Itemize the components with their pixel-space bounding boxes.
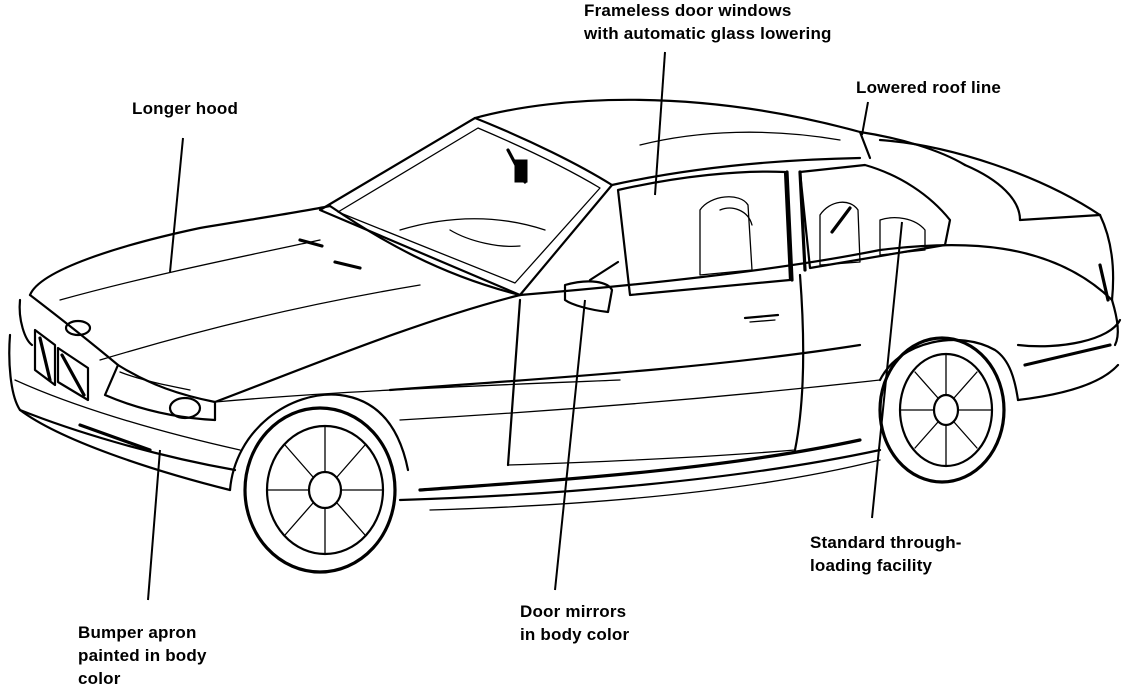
callout-door-mirrors: Door mirrors in body color xyxy=(520,600,629,646)
callout-line: Longer hood xyxy=(132,99,239,118)
callout-through-loading: Standard through- loading facility xyxy=(810,531,962,577)
callout-line: with automatic glass lowering xyxy=(584,24,832,43)
callout-line: in body color xyxy=(520,625,630,644)
leader-lines xyxy=(147,51,903,601)
leader-frameless xyxy=(654,51,666,196)
callout-line: painted in body xyxy=(78,646,207,665)
callout-line: Bumper apron xyxy=(78,623,197,642)
rear-wheel xyxy=(878,336,1006,484)
callout-longer-hood: Longer hood xyxy=(132,97,238,120)
callout-line: Frameless door windows xyxy=(584,1,792,20)
callout-line: Door mirrors xyxy=(520,602,627,621)
front-wheel xyxy=(243,406,397,574)
leader-through xyxy=(871,221,903,519)
leader-mirrors xyxy=(554,299,586,591)
callout-lowered-roof-line: Lowered roof line xyxy=(856,76,1001,99)
car-body xyxy=(8,98,1122,511)
leader-hood xyxy=(169,137,184,273)
callout-line: loading facility xyxy=(810,556,933,575)
callout-line: Standard through- xyxy=(810,533,962,552)
leader-roof xyxy=(861,101,869,136)
callout-line: Lowered roof line xyxy=(856,78,1002,97)
leader-bumper xyxy=(147,449,161,601)
callout-bumper-apron: Bumper apron painted in body color xyxy=(78,621,207,690)
callout-frameless-door-windows: Frameless door windows with automatic gl… xyxy=(584,0,832,45)
callout-line: color xyxy=(78,669,121,688)
